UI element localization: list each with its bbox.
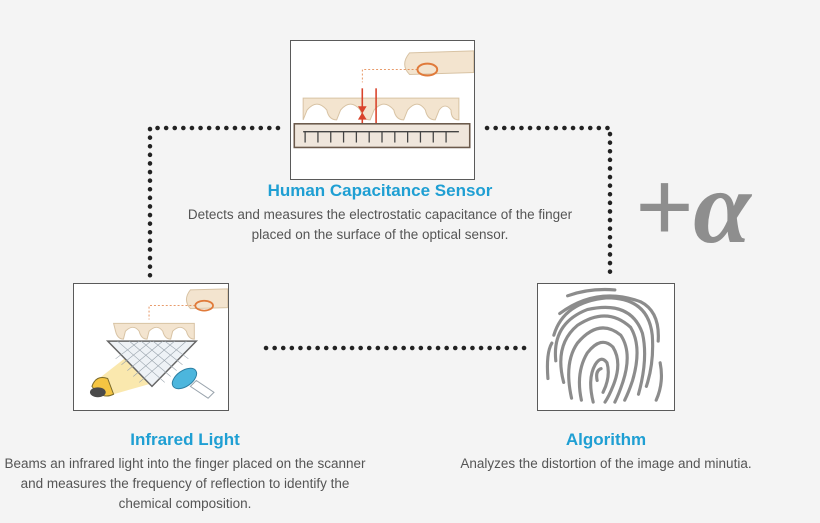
algorithm-panel — [537, 283, 675, 411]
algorithm-title: Algorithm — [406, 430, 806, 450]
algorithm-description: Analyzes the distortion of the image and… — [406, 454, 806, 474]
capacitance-sensor-panel — [290, 40, 475, 180]
plus-alpha-symbol: +α — [632, 158, 812, 258]
capacitance-description: Detects and measures the electrostatic c… — [170, 205, 590, 245]
connector-capacitance-infrared — [150, 128, 278, 278]
plus-alpha-text: +α — [634, 158, 752, 258]
capacitance-sensor-icon — [291, 41, 474, 179]
infrared-description: Beams an infrared light into the finger … — [0, 454, 370, 514]
connector-capacitance-algorithm — [487, 128, 610, 278]
infrared-title: Infrared Light — [0, 430, 370, 450]
infrared-light-panel — [73, 283, 229, 411]
capacitance-title: Human Capacitance Sensor — [180, 181, 580, 201]
fingerprint-icon — [538, 284, 674, 410]
infrared-prism-icon — [74, 284, 228, 410]
